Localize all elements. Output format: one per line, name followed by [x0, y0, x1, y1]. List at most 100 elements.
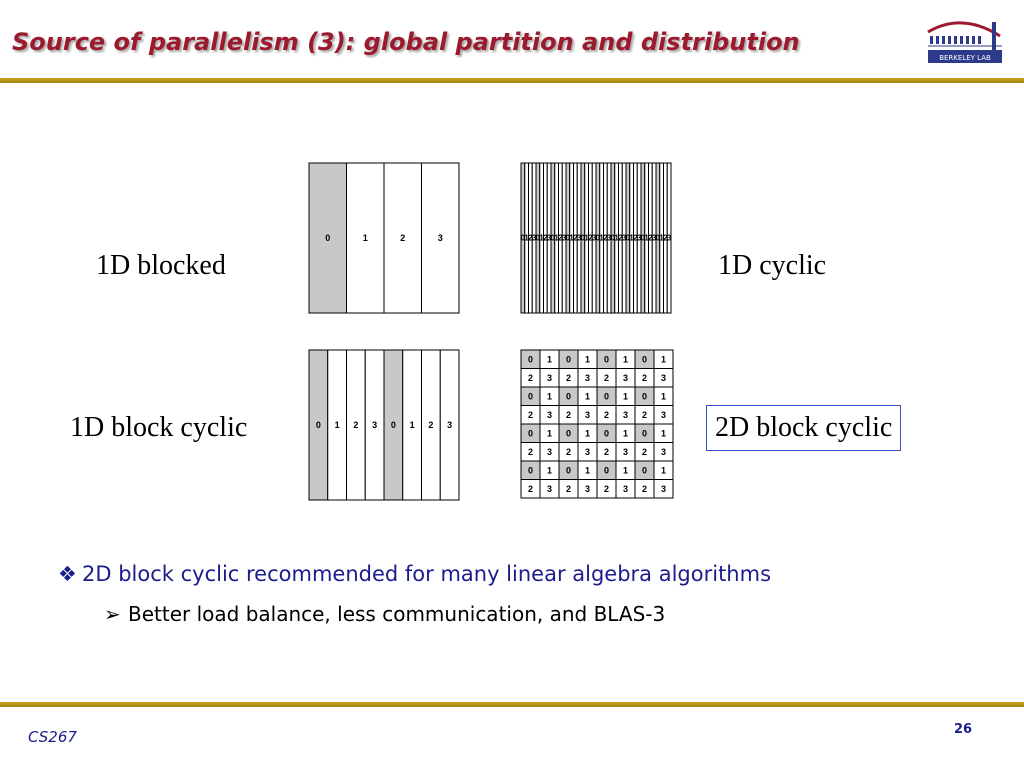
logo-text: BERKELEY LAB	[939, 54, 991, 62]
cell-label: 2	[566, 410, 571, 420]
bullet-main: ❖2D block cyclic recommended for many li…	[58, 562, 771, 586]
page-number: 26	[954, 722, 973, 737]
cell-label: 3	[652, 234, 657, 243]
cell-label: 0	[642, 465, 647, 475]
cell-label: 0	[611, 234, 616, 243]
cell-label: 3	[661, 447, 666, 457]
cell-label: 0	[528, 391, 533, 401]
cell-label: 2	[604, 410, 609, 420]
cell-label: 2	[603, 234, 608, 243]
cell-label: 1	[585, 465, 590, 475]
cell-label: 0	[391, 420, 396, 430]
bullet-sub-text: Better load balance, less communication,…	[128, 602, 666, 626]
cell-label: 0	[536, 234, 541, 243]
cell-label: 1	[661, 428, 666, 438]
cell-label: 1	[629, 234, 634, 243]
cell-label: 0	[626, 234, 631, 243]
cell-label: 3	[661, 484, 666, 494]
cell-label: 0	[604, 428, 609, 438]
cell-label: 0	[642, 428, 647, 438]
cell-label: 0	[566, 465, 571, 475]
cell-label: 2	[642, 447, 647, 457]
cell-label: 1	[623, 391, 628, 401]
cell-label: 3	[547, 484, 552, 494]
cell-label: 2	[604, 373, 609, 383]
label-1d-cyclic: 1D cyclic	[718, 250, 827, 281]
berkeley-lab-logo-icon: BERKELEY LAB	[927, 21, 1002, 63]
cell-label: 3	[585, 410, 590, 420]
cell-label: 2	[566, 447, 571, 457]
cell-label: 2	[648, 234, 653, 243]
cell-label: 3	[623, 447, 628, 457]
cell-label: 2	[588, 234, 593, 243]
cell-label: 3	[438, 233, 443, 243]
cell-label: 2	[566, 484, 571, 494]
top-rule	[0, 78, 1024, 83]
cell-label: 1	[661, 354, 666, 364]
cell-label: 2	[604, 484, 609, 494]
cell-label: 3	[585, 484, 590, 494]
cell-label: 1	[599, 234, 604, 243]
cell-label: 1	[363, 233, 368, 243]
cell-label: 0	[551, 234, 556, 243]
cell-label: 0	[566, 354, 571, 364]
cell-label: 0	[528, 428, 533, 438]
cell-label: 1	[547, 391, 552, 401]
cell-label: 0	[325, 233, 330, 243]
bullet-sub: ➢ Better load balance, less communication…	[104, 602, 665, 626]
cell-label: 1	[614, 234, 619, 243]
cell-label: 2	[573, 234, 578, 243]
cell-label: 0	[566, 391, 571, 401]
label-2d-block-cyclic: 2D block cyclic	[706, 405, 902, 451]
cell-label: 1	[623, 354, 628, 364]
footer-course: CS267	[28, 728, 77, 746]
cell-label: 0	[656, 234, 661, 243]
cell-label: 0	[641, 234, 646, 243]
cell-label: 2	[558, 234, 563, 243]
cell-label: 2	[528, 410, 533, 420]
cell-label: 3	[585, 447, 590, 457]
cell-label: 0	[604, 391, 609, 401]
cell-label: 1	[547, 354, 552, 364]
cell-label: 2	[566, 373, 571, 383]
cell-label: 3	[623, 373, 628, 383]
cell-label: 1	[623, 428, 628, 438]
cell-label: 3	[623, 410, 628, 420]
cell-label: 3	[607, 234, 612, 243]
cell-label: 0	[528, 354, 533, 364]
cell-label: 3	[547, 373, 552, 383]
cell-label: 0	[581, 234, 586, 243]
cell-label: 3	[577, 234, 582, 243]
berkeley-lab-logo: BERKELEY LAB	[922, 12, 1008, 68]
cell-label: 3	[547, 447, 552, 457]
cell-label: 3	[622, 234, 627, 243]
cell-label: 3	[637, 234, 642, 243]
cell-label: 1	[547, 428, 552, 438]
cell-label: 3	[547, 410, 552, 420]
cell-label: 1	[644, 234, 649, 243]
slide-title: Source of parallelism (3): global partit…	[12, 28, 800, 56]
cell-label: 0	[521, 234, 526, 243]
cell-label: 1	[335, 420, 340, 430]
cell-label: 3	[661, 373, 666, 383]
cell-label: 0	[642, 354, 647, 364]
cell-label: 2	[543, 234, 548, 243]
cell-label: 1	[539, 234, 544, 243]
cell-label: 1	[585, 428, 590, 438]
cell-label: 2	[642, 484, 647, 494]
cell-label: 2	[604, 447, 609, 457]
cell-label: 2	[642, 373, 647, 383]
cell-label: 3	[447, 420, 452, 430]
cell-label: 1	[524, 234, 529, 243]
column-cell	[308, 162, 347, 314]
bullet-main-text: 2D block cyclic recommended for many lin…	[82, 562, 772, 586]
arrowhead-bullet-icon: ➢	[104, 602, 121, 626]
column-cell	[439, 349, 460, 501]
cell-label: 2	[528, 234, 533, 243]
cell-label: 1	[661, 465, 666, 475]
